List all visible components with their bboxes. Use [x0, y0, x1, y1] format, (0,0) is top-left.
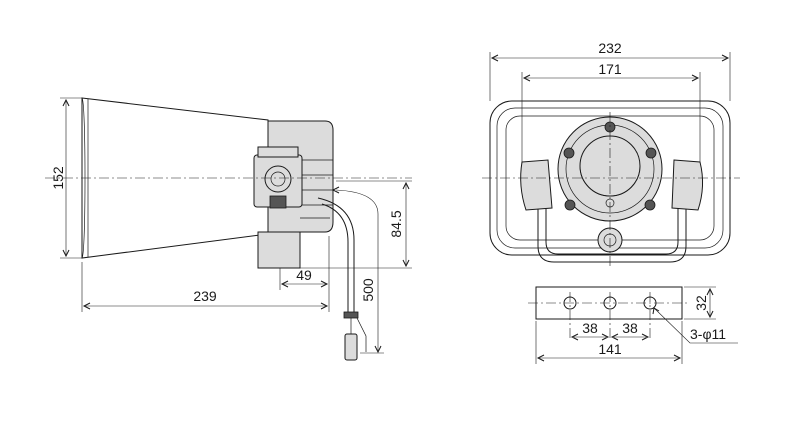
dim-label-hole-spacing-a: 38: [582, 320, 598, 336]
dim-label-cable-length: 500: [360, 278, 376, 302]
bolt-knob: [264, 165, 292, 193]
cable: [317, 197, 355, 312]
side-knob-right: [671, 159, 704, 211]
dim-label-mount-height: 84.5: [388, 210, 404, 237]
dim-label-bracket-offset: 49: [296, 267, 312, 283]
screw-upper-left: [563, 147, 575, 159]
dim-label-width-bracket: 171: [598, 61, 622, 77]
side-view: 152 239 49 84.5 500: [45, 97, 412, 361]
cable-plug: [344, 333, 358, 361]
dim-label-width-overall: 232: [598, 40, 622, 56]
dim-label-total-length: 239: [193, 288, 217, 304]
dim-label-height-front: 152: [50, 166, 66, 190]
side-knob-left: [520, 159, 553, 211]
screw-upper-right: [645, 147, 657, 159]
dim-label-plate-height: 32: [693, 295, 709, 311]
mounting-plate: 32 38 38 141 3-φ11: [528, 286, 738, 364]
screw-lower-right: [644, 199, 656, 211]
u-bracket: [537, 200, 687, 263]
dim-label-hole-spacing-b: 38: [622, 320, 638, 336]
dim-label-hole-spec: 3-φ11: [690, 326, 726, 342]
dim-label-plate-width: 141: [598, 341, 622, 357]
front-view: 232 171: [482, 40, 740, 268]
screw-lower-left: [564, 199, 576, 211]
